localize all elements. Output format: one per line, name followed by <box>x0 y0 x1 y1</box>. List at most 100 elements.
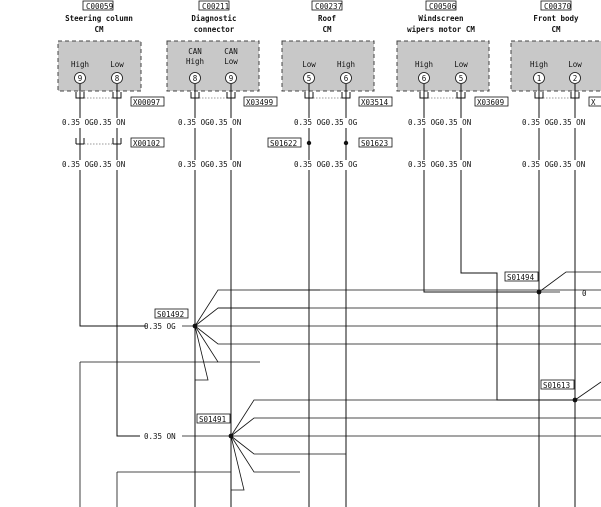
component-name: Windscreen <box>418 14 463 23</box>
wire-low-steering <box>116 84 140 437</box>
wire-label: 0.35 OG0.35 OG <box>294 118 358 127</box>
splice-box <box>504 271 539 282</box>
wire-label: 0.35 OG0.35 OG <box>294 160 358 169</box>
splice-box <box>154 308 189 319</box>
component-name: Steering column <box>65 14 133 23</box>
component-name-line2: CM <box>551 25 561 34</box>
component-c00506: C00506 Windscreen wipers motor CM High L… <box>396 0 490 92</box>
wire-label: 0.35 OG0.35 ON <box>522 118 585 127</box>
splice-label: S01491 <box>199 415 226 424</box>
connector-row: X00097 X03499 X03514 X03609 X <box>75 92 601 107</box>
pin-number: 8 <box>115 74 120 83</box>
splice-wire-label: 0.35 ON <box>144 432 176 441</box>
connector-label: X00097 <box>133 98 160 107</box>
wire-label: 0.35 OG0.35 ON <box>522 160 585 169</box>
pin-number: 6 <box>422 74 427 83</box>
component-name-line2: connector <box>194 25 235 34</box>
component-body <box>396 40 490 92</box>
wire-label: 0.35 OG0.35 ON <box>408 118 471 127</box>
pin-label: Low <box>110 60 124 69</box>
connector-row-2: X00102 S01622 S01623 <box>75 137 393 148</box>
connector-label: X03514 <box>361 98 389 107</box>
splice-box <box>267 137 302 148</box>
pin-label: High <box>530 60 548 69</box>
component-code-box <box>425 0 457 11</box>
splice-label: S01494 <box>507 273 535 282</box>
splice-label: S01613 <box>543 381 570 390</box>
pin-number: 1 <box>537 74 542 83</box>
pin-number: 8 <box>193 74 198 83</box>
component-c00211: C00211 Diagnostic connector CAN High CAN… <box>166 0 260 92</box>
splice-box <box>196 413 231 424</box>
splice-s01494: S01494 0 <box>504 271 601 298</box>
splice-label: S01492 <box>157 310 184 319</box>
wire-labels-row1: 0.35 OG0.35 ON 0.35 OG0.35 ON 0.35 OG0.3… <box>62 118 585 127</box>
component-c00370: C00370 Front body CM High Low 1 2 <box>510 0 601 92</box>
connector-label: X03499 <box>246 98 273 107</box>
fan-wires-s01494 <box>538 271 601 293</box>
connector-label: X00102 <box>133 139 160 148</box>
pin-circle <box>533 72 545 84</box>
pin-number: 2 <box>573 74 578 83</box>
component-body <box>57 40 142 92</box>
pin-circle <box>74 72 86 84</box>
connector-box <box>243 96 278 107</box>
connector-box <box>358 96 393 107</box>
connector-label: X <box>591 98 596 107</box>
component-name-line2: CM <box>94 25 104 34</box>
wire-on-return <box>116 471 231 507</box>
splice-wire-label: 0.35 OG <box>144 322 176 331</box>
wire-wiper-low <box>460 84 575 401</box>
pin-label: CAN <box>188 47 202 56</box>
fan-wires-og-cont <box>218 289 601 309</box>
component-name: Front body <box>533 14 579 23</box>
connector-box <box>130 137 165 148</box>
pin-label: Low <box>302 60 316 69</box>
splice-s01491: S01491 0.35 ON <box>116 399 601 507</box>
component-body <box>510 40 601 92</box>
wire-high-steering <box>79 84 146 327</box>
wire-og-return <box>79 361 218 507</box>
pin-label: High <box>186 57 204 66</box>
terminal-marker <box>75 138 122 145</box>
pin-label: Low <box>454 60 468 69</box>
fan-wires-og <box>182 289 601 381</box>
component-code: C00059 <box>86 2 113 11</box>
pin-number: 5 <box>307 74 312 83</box>
component-c00237: C00237 Roof CM Low High 5 6 <box>281 0 375 92</box>
component-code: C00211 <box>202 2 229 11</box>
connector-box <box>474 96 509 107</box>
terminal-marker <box>190 92 236 99</box>
connector-box <box>588 96 601 107</box>
splice-label: S01622 <box>270 139 297 148</box>
pin-circle <box>418 72 430 84</box>
pin-circle <box>189 72 201 84</box>
pin-circle <box>340 72 352 84</box>
splice-wire-label: 0 <box>582 289 587 298</box>
component-name-line2: wipers motor CM <box>407 25 475 34</box>
splice-box <box>540 379 575 390</box>
terminal-marker <box>534 92 580 99</box>
terminal-marker <box>75 92 122 99</box>
component-code-box <box>540 0 572 11</box>
connector-label: X03609 <box>477 98 504 107</box>
wire-label: 0.35 OG0.35 ON <box>408 160 471 169</box>
splice-s01613: S01613 <box>540 379 601 403</box>
component-body <box>166 40 260 92</box>
pin-number: 6 <box>344 74 349 83</box>
terminal-marker <box>419 92 466 99</box>
component-name: Roof <box>318 14 336 23</box>
pin-label: High <box>71 60 89 69</box>
wire-wiper-high <box>423 84 537 293</box>
component-c00059: C00059 Steering column CM High Low 9 8 <box>57 0 142 92</box>
pin-circle <box>569 72 581 84</box>
component-code-box <box>198 0 230 11</box>
pin-circle <box>111 72 123 84</box>
wire-label: 0.35 OG0.35 ON <box>62 160 125 169</box>
pin-label: High <box>337 60 355 69</box>
pin-circle <box>303 72 315 84</box>
splice-box <box>358 137 393 148</box>
wire-labels-row2: 0.35 OG0.35 ON 0.35 OG0.35 ON 0.35 OG0.3… <box>62 160 585 169</box>
component-code-box <box>311 0 343 11</box>
